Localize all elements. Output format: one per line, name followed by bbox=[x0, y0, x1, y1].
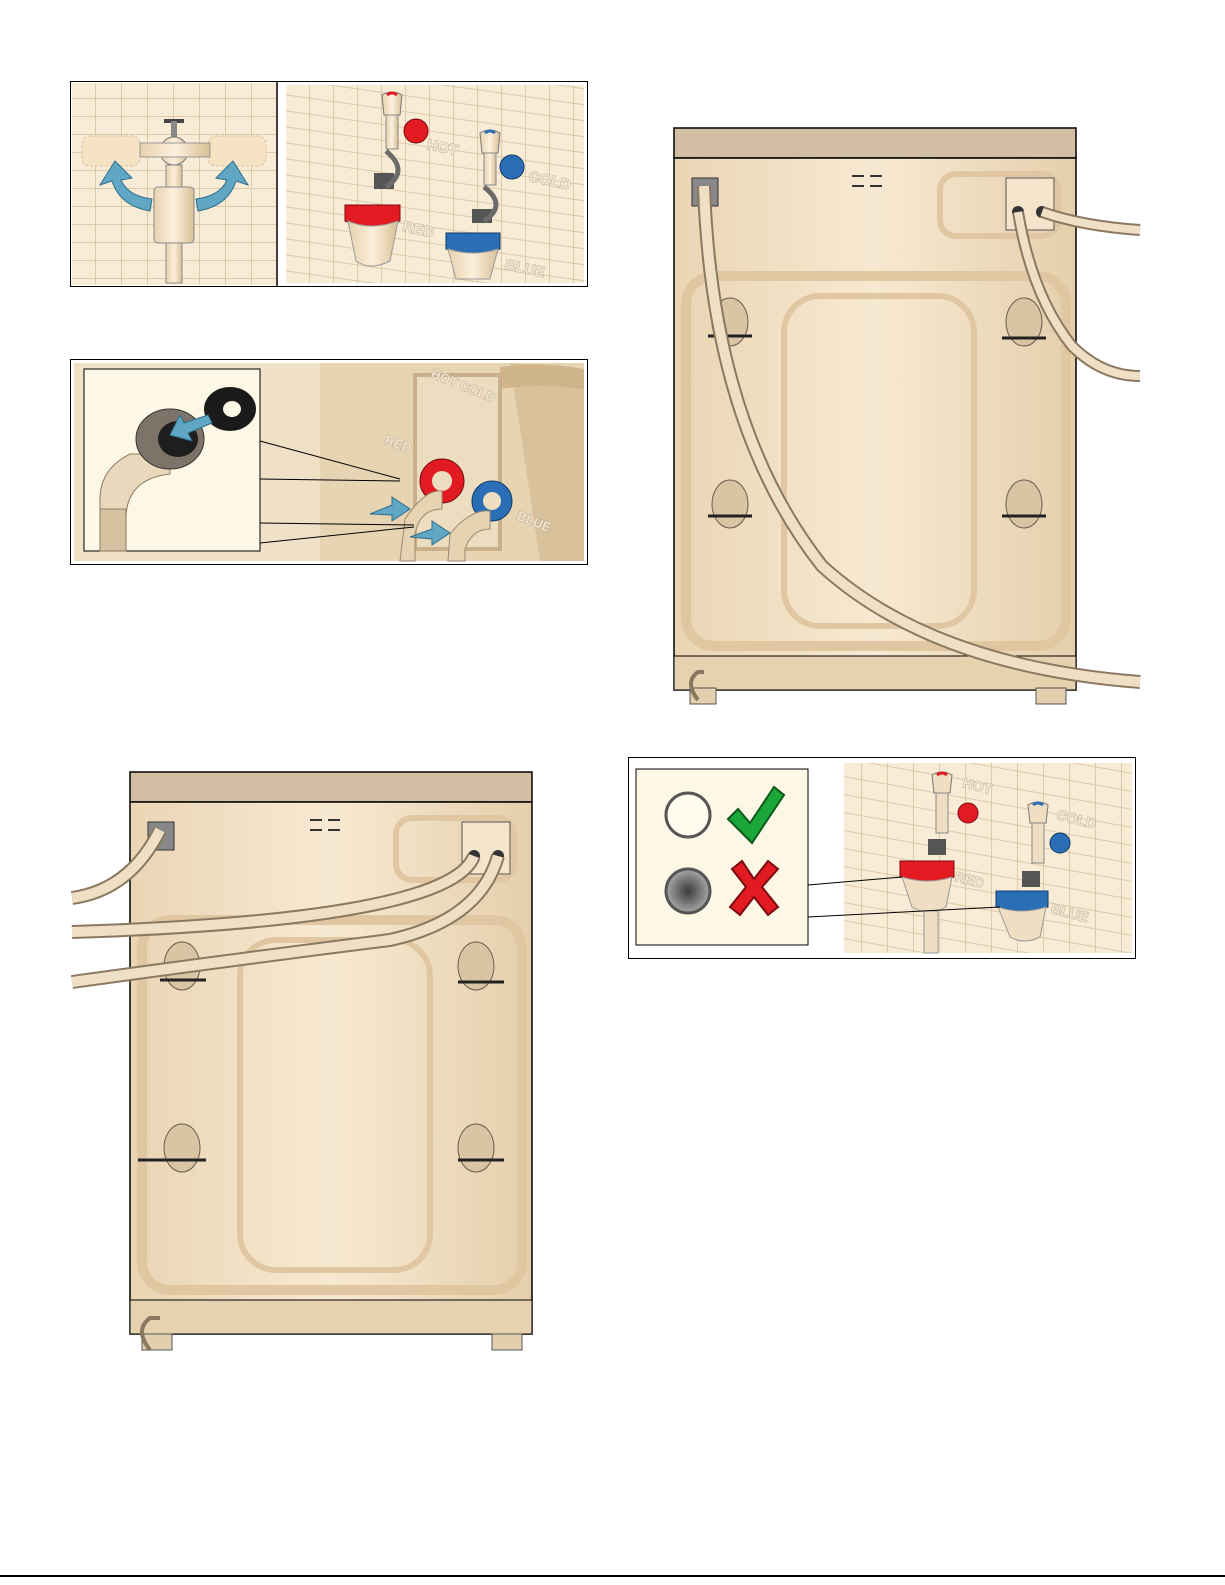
figure-seal-check: HOT COLD RED BLUE bbox=[628, 757, 1136, 959]
dirty-seal-icon bbox=[666, 869, 710, 913]
adapter-panel bbox=[72, 81, 277, 287]
figure-tap-adapters: HOT COLD RED BLUE bbox=[70, 81, 588, 287]
taps-panel: HOT COLD RED BLUE bbox=[286, 85, 584, 283]
clean-seal-icon bbox=[666, 793, 710, 837]
figure-seal-insertion: HOT COLD RED BLUE bbox=[70, 359, 588, 565]
figure-machine-rear-hoses-left bbox=[70, 770, 534, 1358]
figure-machine-rear-hoses-right bbox=[672, 126, 1142, 710]
seal-ring-icon bbox=[204, 387, 256, 431]
footer-rule bbox=[0, 1575, 1225, 1577]
